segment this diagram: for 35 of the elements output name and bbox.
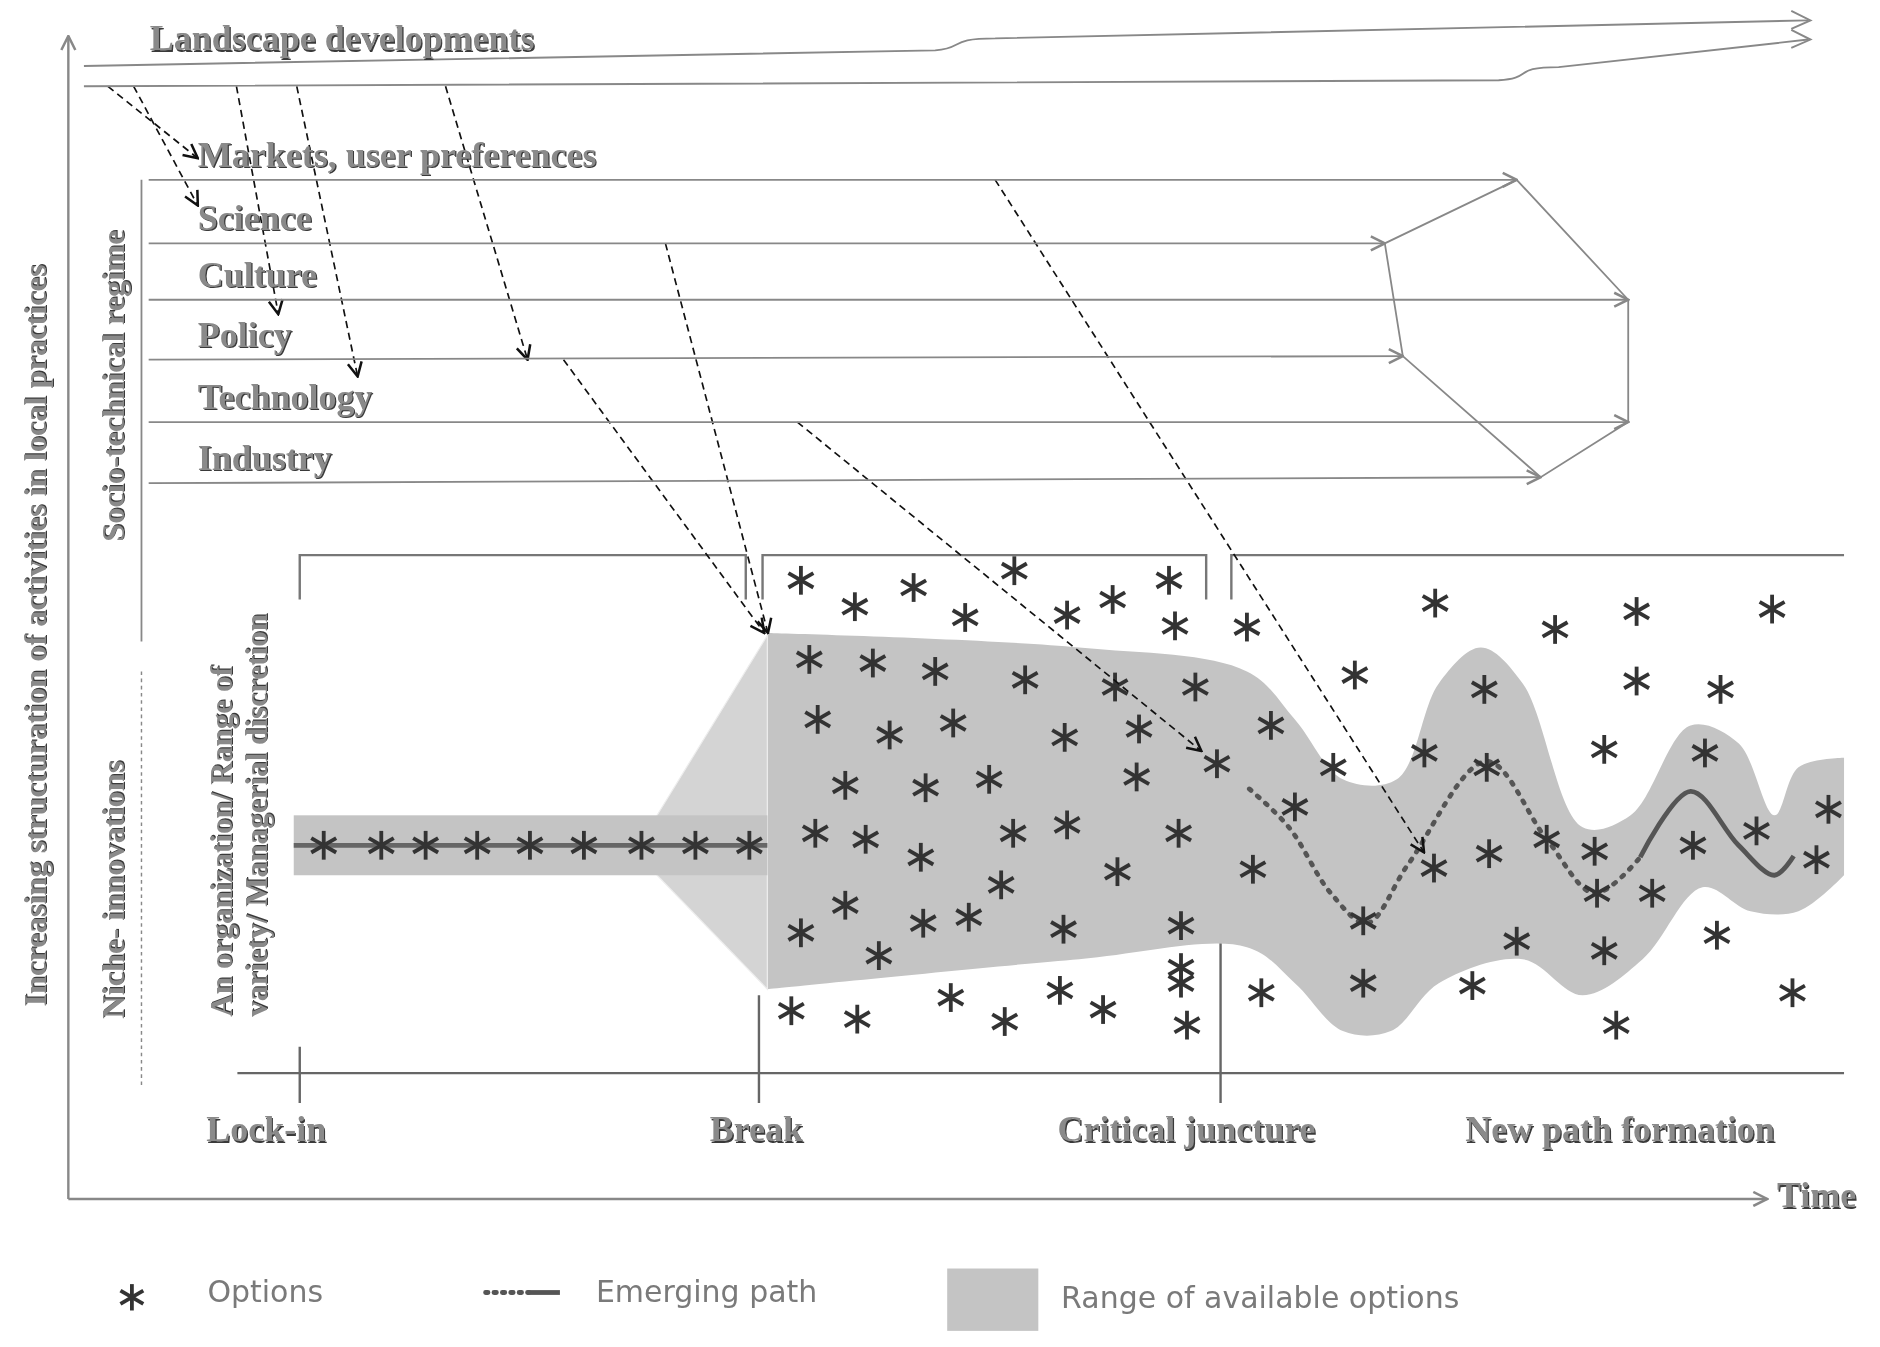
row-label: Science [197,197,312,238]
arrow [147,171,1518,189]
dashed-arrow [796,421,1203,753]
legend-label: Options [207,1274,324,1310]
row-label: Policy [197,314,292,354]
legend-label: Range of available options [1061,1280,1460,1316]
asterisk-icon [1418,852,1450,884]
dashed-arrow [562,358,766,635]
dashed-arrow [994,179,1426,854]
band-subtitle: An organization/ Range of variety/ Managerial discretion [205,612,275,1017]
dashed-arrow [235,85,284,316]
row-label: Culture [197,254,318,294]
dashed-arrow [107,85,200,160]
dashed-arrow [132,85,200,207]
dashed-arrow [444,85,532,361]
dashed-arrow [664,242,773,635]
arrow [147,291,1630,308]
arrow [147,469,1542,486]
band-title: Socio-technical regime [96,230,132,542]
legend-label: Emerging path [595,1274,818,1310]
phase-label: New path formation [1465,1109,1775,1149]
row-label: Markets, user preferences [197,134,597,174]
arrow [147,413,1630,431]
phase-label: Critical juncture [1057,1109,1316,1149]
arrow [147,347,1405,365]
axis-title: Time [1776,1175,1857,1215]
asterisk-icon [1201,748,1233,780]
row-label: Technology [197,376,373,417]
phase-label: Lock-in [206,1109,327,1149]
axis-title: Increasing structuration of activities in local practices [18,264,54,1007]
arrow [147,235,1387,252]
phase-label: Break [709,1109,804,1149]
dashed-arrow [295,85,363,378]
band-title: Niche- innovations [96,760,132,1019]
row-label: Industry [197,437,332,478]
